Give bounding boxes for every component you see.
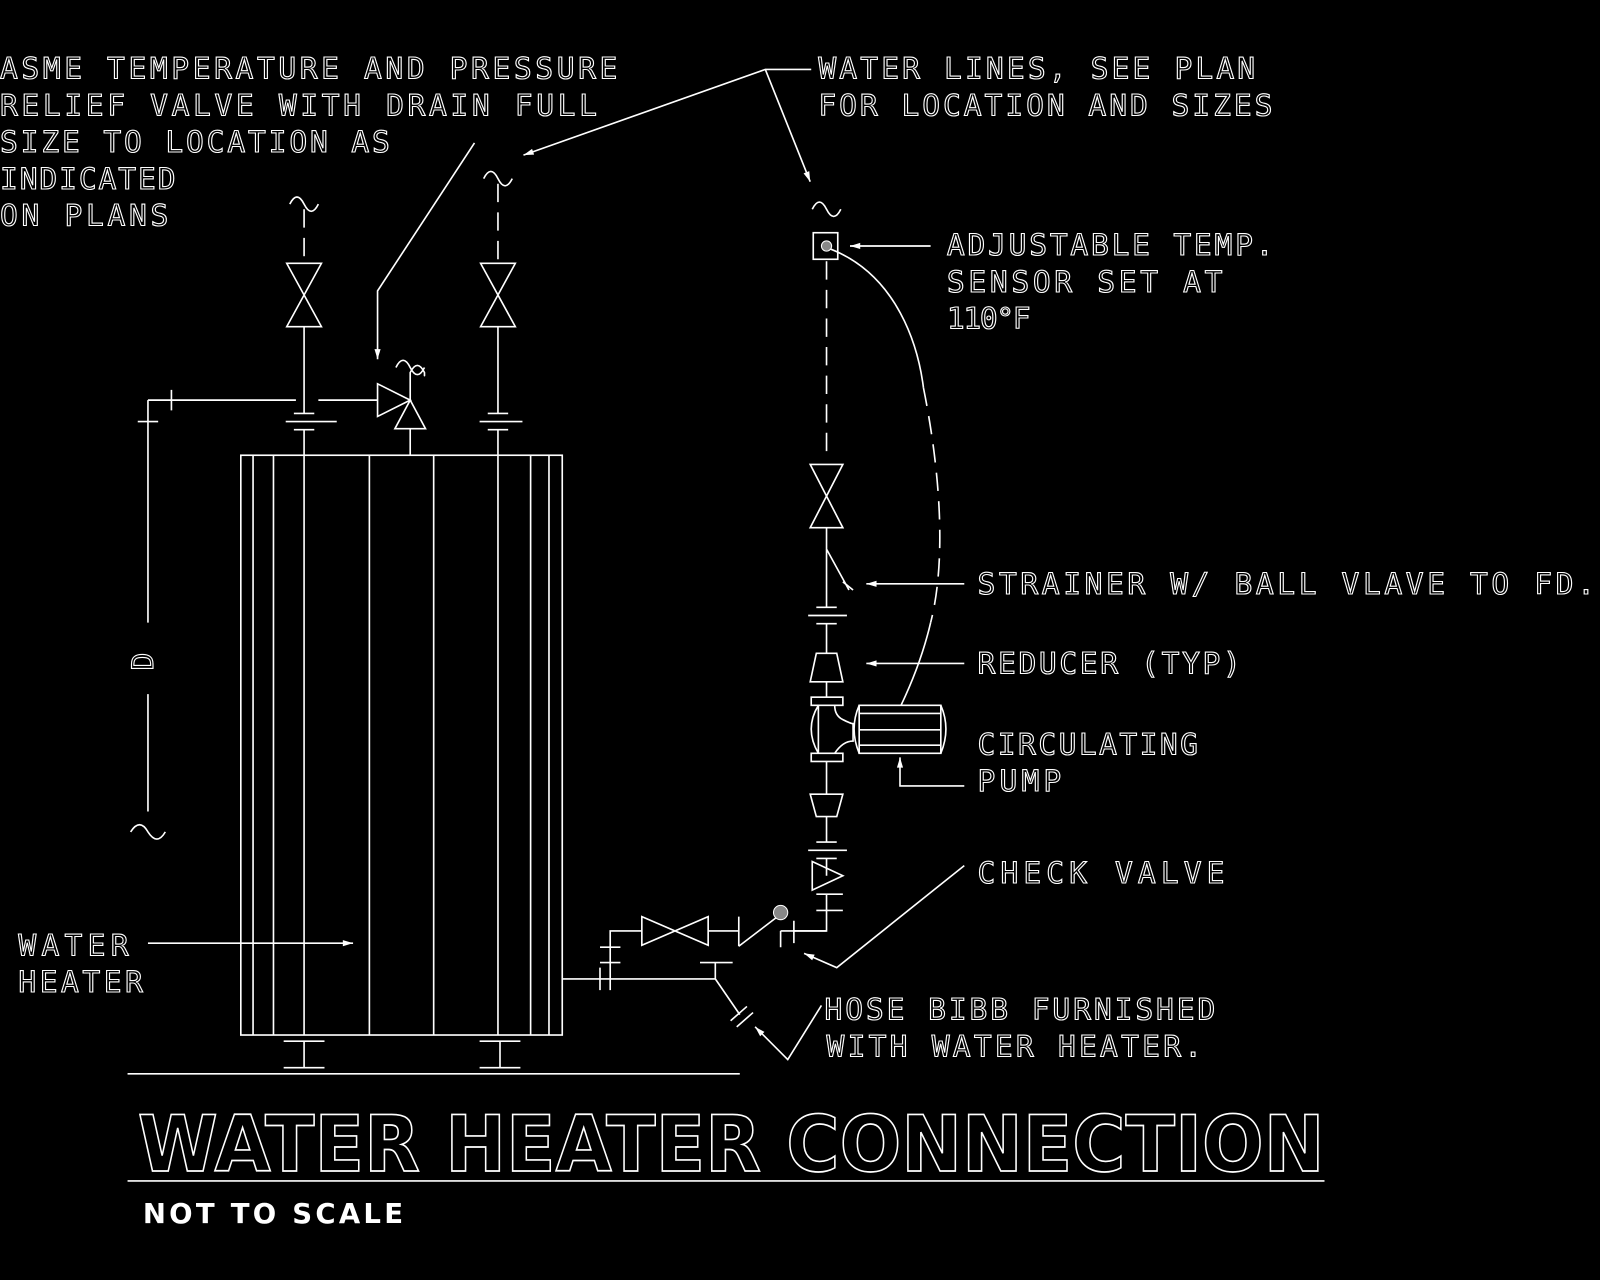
temp-sensor-icon bbox=[812, 231, 839, 261]
note-line: ON PLANS bbox=[0, 199, 168, 233]
dimension-d: D bbox=[126, 400, 167, 840]
relief-valve-icon bbox=[137, 359, 427, 456]
note-line: HOSE BIBB FURNISHED bbox=[824, 993, 1215, 1027]
note-line: SIZE TO LOCATION AS bbox=[0, 125, 390, 159]
drawing-title: WATER HEATER CONNECTION bbox=[138, 1100, 1325, 1190]
recirculation-line bbox=[793, 201, 947, 944]
bottom-piping bbox=[562, 904, 827, 1028]
hose-bibb-note: HOSE BIBB FURNISHED WITH WATER HEATER. bbox=[824, 992, 1216, 1064]
strainer-note: STRAINER W/ BALL VLAVE TO FD. bbox=[978, 567, 1595, 601]
note-line: INDICATED bbox=[0, 162, 176, 196]
note-line: PUMP bbox=[978, 764, 1062, 798]
check-valve-icon bbox=[811, 860, 845, 892]
drain-sensor-icon bbox=[772, 904, 789, 921]
note-line: RELIEF VALVE WITH DRAIN FULL bbox=[0, 88, 597, 122]
note-line: SENSOR SET AT bbox=[947, 265, 1223, 299]
pump-note: CIRCULATING PUMP bbox=[977, 727, 1199, 799]
water-heater-tank bbox=[239, 454, 564, 1036]
tank-supports bbox=[127, 1040, 740, 1075]
note-line: WATER LINES, SEE PLAN bbox=[818, 52, 1255, 86]
dimension-label: D bbox=[126, 653, 160, 671]
leader-lines bbox=[147, 68, 965, 1061]
note-line: HEATER bbox=[18, 965, 143, 999]
water-lines-note: WATER LINES, SEE PLAN FOR LOCATION AND S… bbox=[818, 51, 1273, 123]
strainer-icon bbox=[825, 527, 854, 608]
drawing-scale-note: NOT TO SCALE bbox=[143, 1198, 403, 1230]
sensor-capillary bbox=[830, 248, 925, 388]
check-valve-note: CHECK VALVE bbox=[978, 856, 1225, 890]
left-supply-pipe bbox=[285, 196, 337, 456]
reducer-icon bbox=[809, 793, 844, 843]
note-line: WATER bbox=[18, 928, 128, 962]
hose-bibb-icon bbox=[700, 961, 754, 1028]
note-line: ASME TEMPERATURE AND PRESSURE bbox=[0, 52, 617, 86]
gate-valve-icon bbox=[641, 915, 709, 947]
shutoff-valve-icon bbox=[285, 262, 323, 328]
note-line: ADJUSTABLE TEMP. bbox=[947, 228, 1274, 262]
note-line: CIRCULATING bbox=[978, 727, 1198, 761]
circulating-pump-icon bbox=[810, 696, 947, 763]
reducer-icon bbox=[809, 652, 844, 698]
temp-sensor-note: ADJUSTABLE TEMP. SENSOR SET AT 110°F bbox=[946, 228, 1274, 337]
shutoff-valve-icon bbox=[479, 262, 517, 328]
relief-valve-note: ASME TEMPERATURE AND PRESSURE RELIEF VAL… bbox=[0, 51, 618, 233]
water-heater-note: WATER HEATER bbox=[18, 928, 144, 1000]
note-line: WITH WATER HEATER. bbox=[827, 1029, 1203, 1063]
ball-valve-icon bbox=[808, 463, 845, 529]
reducer-note: REDUCER (TYP) bbox=[978, 647, 1241, 681]
right-supply-pipe bbox=[479, 170, 523, 456]
note-line: 110°F bbox=[947, 302, 1031, 336]
note-line: FOR LOCATION AND SIZES bbox=[818, 88, 1272, 122]
